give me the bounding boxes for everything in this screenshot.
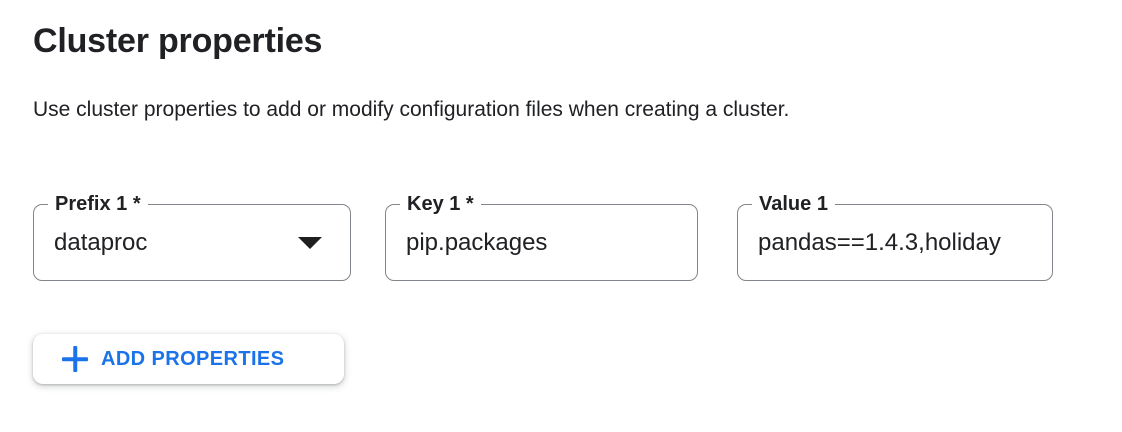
section-description: Use cluster properties to add or modify … (33, 98, 790, 121)
page-title: Cluster properties (33, 22, 323, 60)
prefix-select[interactable]: dataproc (34, 205, 350, 280)
prefix-field: Prefix 1 * dataproc (33, 192, 351, 281)
key-field: Key 1 * (385, 192, 698, 281)
value-field: Value 1 (737, 192, 1053, 281)
value-field-label: Value 1 (752, 192, 835, 216)
dropdown-arrow-icon[interactable] (298, 236, 322, 249)
prefix-selected-value: dataproc (54, 228, 148, 256)
add-properties-label: ADD PROPERTIES (101, 347, 285, 370)
prefix-field-label: Prefix 1 * (48, 192, 148, 216)
key-field-label: Key 1 * (400, 192, 481, 216)
plus-icon (62, 346, 88, 372)
key-input[interactable] (386, 205, 697, 280)
value-input[interactable] (738, 205, 1052, 280)
add-properties-button[interactable]: ADD PROPERTIES (33, 334, 344, 384)
